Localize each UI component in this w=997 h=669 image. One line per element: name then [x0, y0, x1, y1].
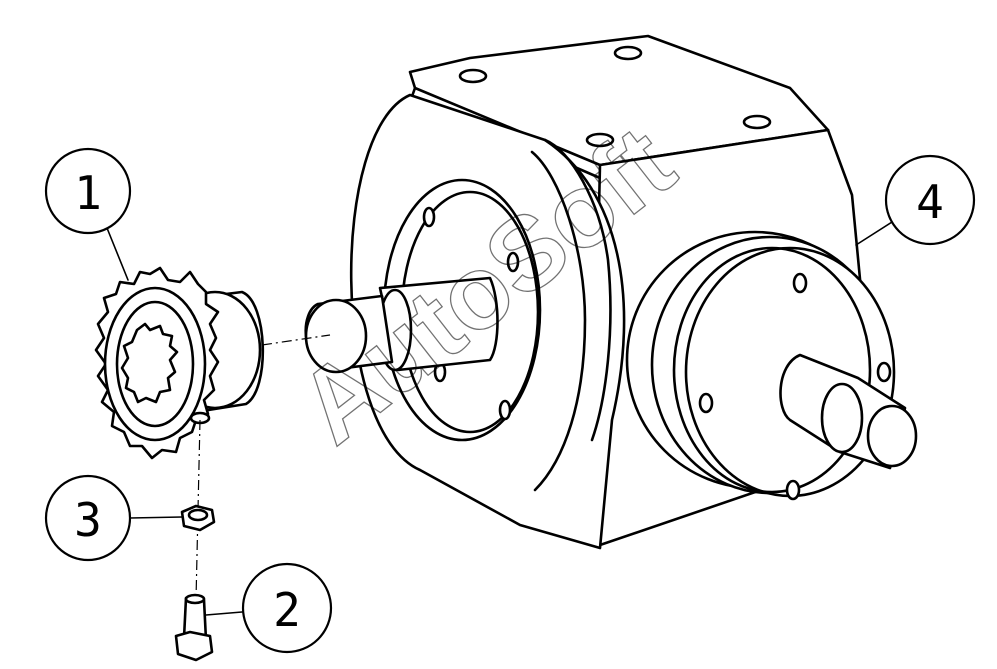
bolt-tip: [184, 593, 206, 605]
top-hole-2: [613, 45, 643, 61]
right-output-shaft: [779, 353, 918, 470]
hex-bolt: [174, 593, 214, 662]
bolt-head: [174, 630, 214, 662]
top-hole-3: [742, 114, 772, 130]
gearbox-body-rim: [543, 138, 612, 442]
callout-4: 4: [884, 154, 976, 246]
callout-2: 2: [241, 562, 333, 654]
centerline-sprocket-shaft: [261, 334, 331, 346]
callout-4-label: 4: [916, 175, 944, 229]
leader-4: [855, 221, 893, 246]
front-flange-hole-3: [498, 399, 512, 421]
callout-1: 1: [44, 147, 132, 235]
hex-nut: [180, 504, 216, 532]
leader-2: [205, 611, 243, 616]
right-flange-hole-2: [876, 361, 892, 383]
right-shaft-step: [820, 382, 864, 454]
right-flange-ring: [672, 246, 872, 494]
gearbox-body-seam: [530, 150, 587, 492]
sprocket-assembly: [94, 266, 265, 460]
callout-1-label: 1: [74, 166, 102, 220]
callout-3-label: 3: [74, 493, 102, 547]
leader-1: [106, 227, 129, 281]
front-flange-hole-2: [506, 251, 520, 273]
right-shaft-end: [866, 404, 918, 468]
left-input-shaft: [304, 276, 499, 374]
top-hole-4: [585, 132, 615, 148]
sprocket-spline-bore: [120, 322, 179, 404]
front-flange-hole-1: [422, 206, 436, 228]
callout-3: 3: [44, 474, 132, 562]
callout-2-label: 2: [273, 583, 301, 637]
right-flange-hole-3: [785, 479, 801, 501]
right-flange-hole-4: [698, 392, 714, 414]
left-shaft-end: [304, 298, 368, 374]
top-hole-1: [458, 68, 488, 84]
nut-bore: [187, 508, 209, 522]
right-flange-hole-1: [792, 272, 808, 294]
leader-3: [129, 516, 183, 519]
